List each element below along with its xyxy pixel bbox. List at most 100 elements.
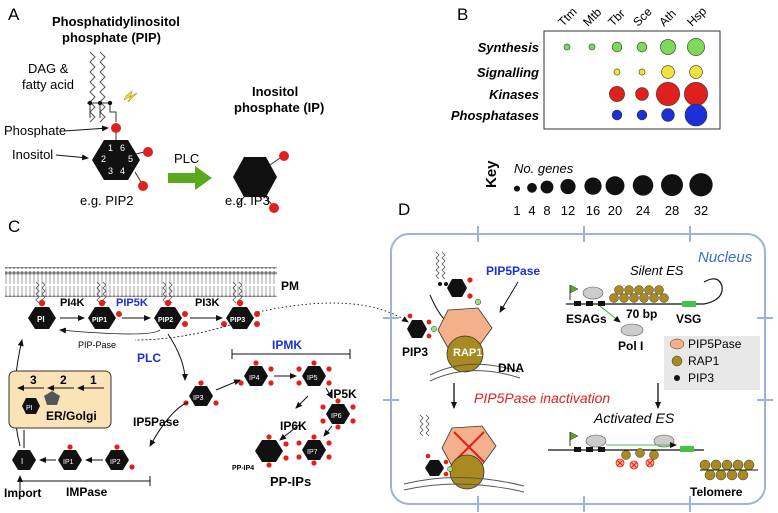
key-bubble-20 <box>605 176 625 196</box>
ip3-node <box>189 386 213 406</box>
key-bubble-28 <box>661 174 683 197</box>
impase-label: IMPase <box>66 485 108 499</box>
bubble-grid-box <box>543 30 721 130</box>
row-label-signalling: Signalling <box>477 65 539 80</box>
key-bubble-1 <box>513 185 521 192</box>
plc-label-a: PLC <box>174 151 199 166</box>
key-label-12: 12 <box>561 203 575 218</box>
pp-ips-label: PP-IPs <box>270 474 311 489</box>
dag-label-line1: DAG & <box>28 61 69 76</box>
pip3-node-c <box>226 307 254 329</box>
ip5pase-label: IP5Pase <box>133 415 179 429</box>
dna-label: DNA <box>498 361 524 375</box>
dag-label-line2: fatty acid <box>22 77 74 92</box>
bubble-synthesis-hsp <box>687 38 705 56</box>
bubble-signalling-tbr <box>613 68 621 76</box>
vsg-label: VSG <box>676 312 701 326</box>
pip-pase-label: PIP-Pase <box>78 340 116 350</box>
pip3-link-c-to-d <box>257 302 409 323</box>
pip3-label-c: PIP3 <box>230 317 245 324</box>
er-pentagon-icon <box>44 391 60 405</box>
key-bubble-12 <box>560 178 576 195</box>
plc-arrow-c <box>167 333 188 381</box>
ip4-label: IP4 <box>249 375 260 382</box>
bubble-phosphatases-hsp <box>684 103 708 127</box>
inositol-label: Inositol <box>12 147 53 162</box>
fatty-acid-chain-2 <box>99 51 106 123</box>
pip1-node <box>88 307 116 329</box>
key-label-16: 16 <box>586 203 600 218</box>
ip3-label-c: IP3 <box>193 395 204 402</box>
panel-c-letter: C <box>8 217 20 236</box>
panel-c: C PM PI PIP1 PIP2 PIP3 PI4K PIP5K PI3K P… <box>4 217 357 500</box>
pip2-label: PIP2 <box>158 317 173 324</box>
bubble-kinases-ath <box>656 82 680 106</box>
legend-swatch-rap1 <box>671 355 683 367</box>
bubble-signalling-hsp <box>689 65 703 79</box>
pip5pase-label-d: PIP5Pase <box>486 264 540 278</box>
telomere-repeats <box>699 459 755 481</box>
er-step-1: 1 <box>90 373 97 387</box>
row-label-phosphatases: Phosphatases <box>451 108 539 123</box>
pip-title-line1: Phosphatidylinositol <box>52 14 180 29</box>
phosphate-label: Phosphate <box>4 123 66 138</box>
bubble-kinases-tbr <box>609 86 625 102</box>
key-bubble-16 <box>584 177 602 195</box>
ip1-node <box>58 450 82 470</box>
er-pi-label: PI <box>26 405 33 412</box>
er-pi-node <box>22 398 40 414</box>
silent-es-label: Silent ES <box>630 263 684 278</box>
ip7-node <box>302 440 326 460</box>
activated-es-label: Activated ES <box>593 410 675 426</box>
bubble-signalling-sce <box>638 68 646 76</box>
bubble-kinases-sce <box>635 87 649 101</box>
legend-swatch-pip5pase <box>669 338 685 350</box>
nucleus-label: Nucleus <box>698 249 753 266</box>
pp-ip4-node <box>255 440 283 462</box>
rap1-label: RAP1 <box>453 347 482 359</box>
ring-num-1: 1 <box>108 143 113 153</box>
pi-node <box>28 307 56 329</box>
ip5k-label: IP5K <box>330 387 357 401</box>
column-header-ttm: Ttm <box>555 5 580 30</box>
plc-label-c: PLC <box>137 351 161 365</box>
key-bubble-4 <box>527 182 537 193</box>
bubble-synthesis-ath <box>660 39 676 55</box>
key-bubble-32 <box>689 173 713 197</box>
bubble-synthesis-tbr <box>611 41 623 53</box>
pip2-node <box>154 307 182 329</box>
ring-num-4: 4 <box>120 166 125 176</box>
key-label-28: 28 <box>665 203 679 218</box>
pip-title-line2: phosphate (PIP) <box>62 30 161 45</box>
ring-num-6: 6 <box>120 143 125 153</box>
inositol-ring-hexagon <box>92 140 140 180</box>
pi4k-label: PI4K <box>60 297 85 309</box>
er-golgi-label: ER/Golgi <box>46 409 97 423</box>
ip5-label: IP5 <box>307 375 318 382</box>
pip3-node-d <box>407 320 427 338</box>
ip2-label: IP2 <box>110 459 121 466</box>
plasma-membrane <box>5 267 277 297</box>
bubble-synthesis-ttm <box>563 43 571 51</box>
rap1-protein <box>446 335 484 373</box>
row-label-kinases: Kinases <box>489 87 539 102</box>
ip-title-line1: Inositol <box>252 84 298 99</box>
phosphate-dot <box>111 123 121 133</box>
row-label-synthesis: Synthesis <box>478 40 539 55</box>
bp-label: 70 bp <box>626 307 657 321</box>
key-label-1: 1 <box>513 203 520 218</box>
pip3-label-d: PIP3 <box>402 345 428 359</box>
telomere-label: Telomere <box>690 485 743 499</box>
column-header-tbr: Tbr <box>605 6 628 29</box>
legend-pip3: PIP3 <box>688 371 714 385</box>
ip-title-line2: phosphate (IP) <box>234 100 324 115</box>
bubble-phosphatases-sce <box>636 109 648 121</box>
panel-b-letter: B <box>457 5 468 24</box>
bubble-synthesis-sce <box>636 41 648 53</box>
pip5k-label: PIP5K <box>116 297 148 309</box>
ip2-node <box>105 450 129 470</box>
panel-d: D Nucleus PIP5Pase PIP3 RAP1 DNA Silent … <box>383 200 773 512</box>
legend-pip5pase: PIP5Pase <box>688 337 742 351</box>
column-header-hsp: Hsp <box>684 4 709 29</box>
